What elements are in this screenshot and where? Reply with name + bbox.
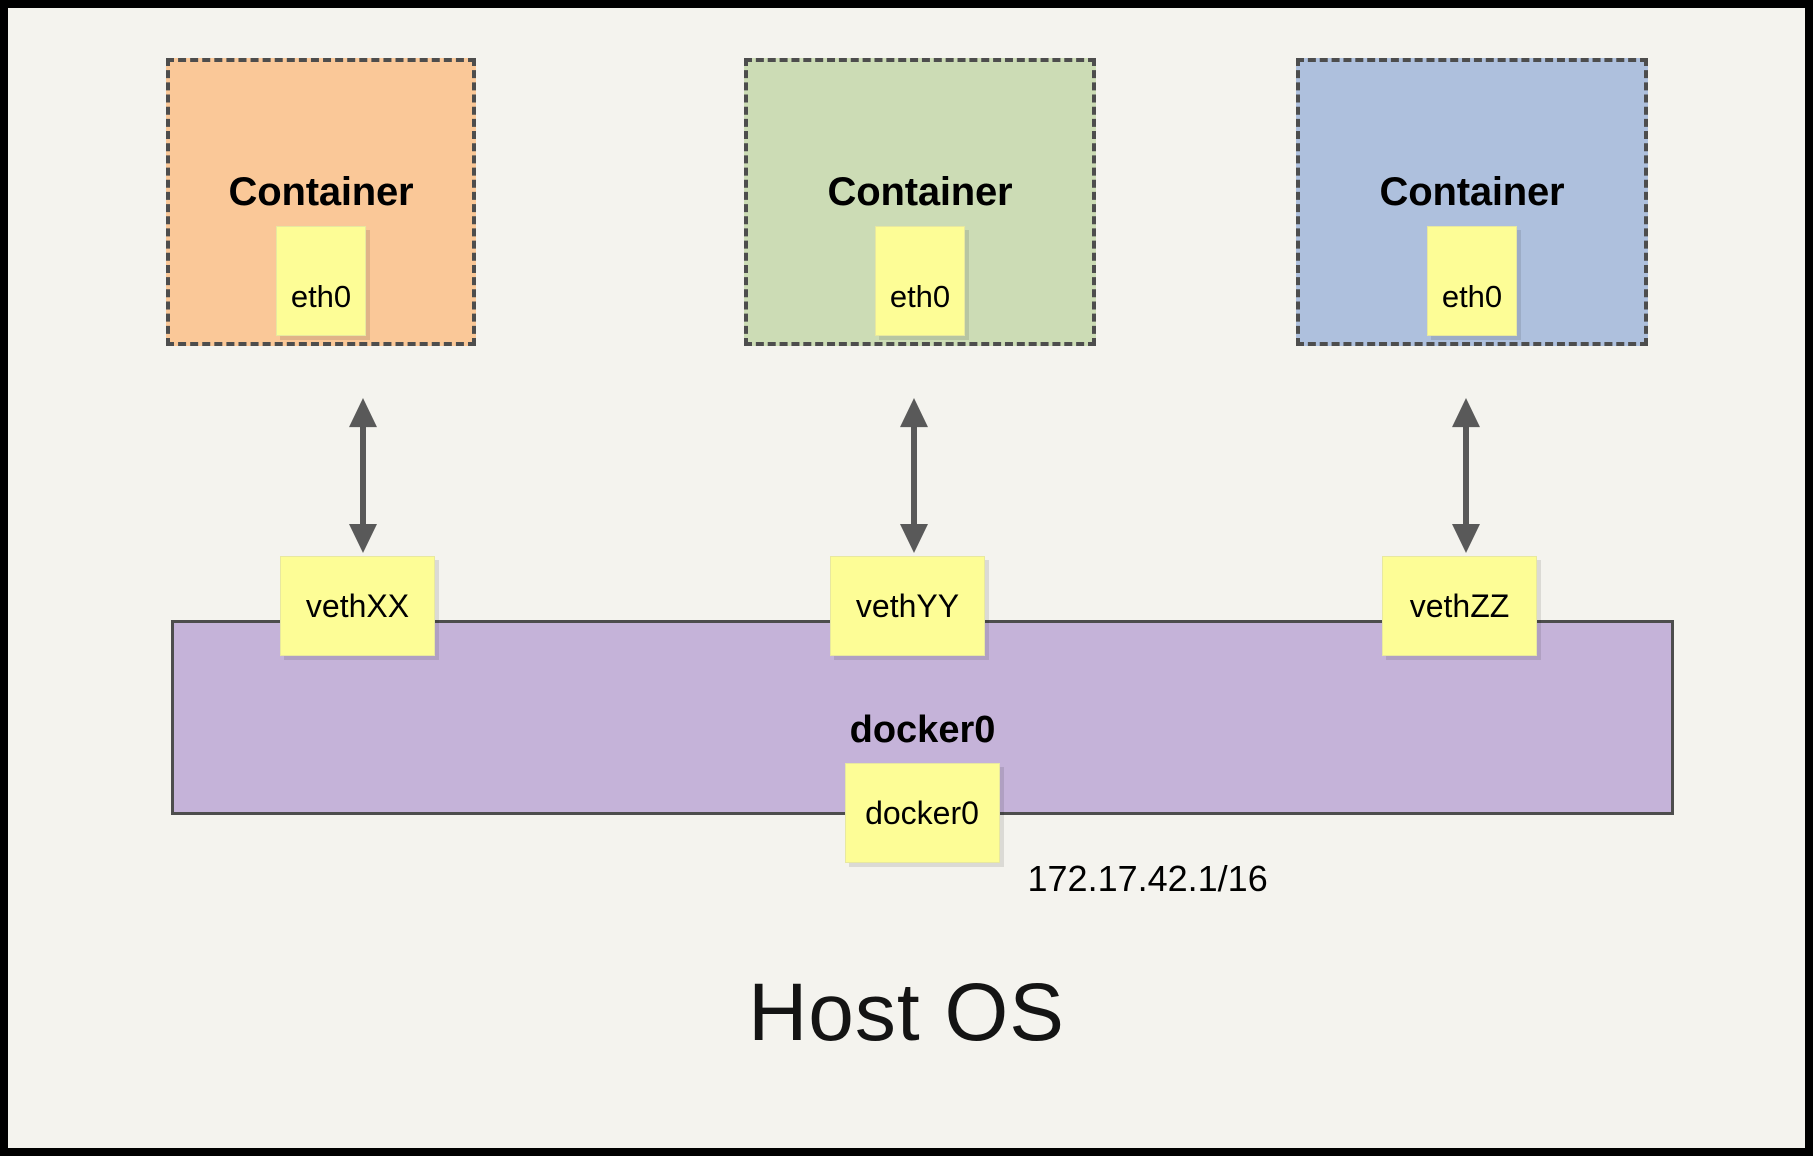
host-os-label: Host OS [748,967,1065,1058]
container-title: Container [228,170,414,214]
container-title: Container [1379,170,1565,214]
veth-label: vethXX [305,587,410,624]
eth0-interface-1[interactable]: eth0 [276,226,366,336]
eth0-interface-2[interactable]: eth0 [875,226,965,336]
docker0-interface-chip[interactable]: docker0 [844,763,1000,863]
docker0-interface-label: docker0 [865,794,979,831]
veth-eth0-link-1-arrow [349,398,377,553]
veth-eth0-link-2-arrow [900,398,928,553]
container-title: Container [827,170,1013,214]
docker0-bridge-label: docker0 [849,709,996,751]
veth-label: vethZZ [1409,587,1510,624]
eth0-label: eth0 [290,279,352,314]
veth-interface-1[interactable]: vethXX [280,556,435,656]
eth0-label: eth0 [889,279,951,314]
eth0-interface-3[interactable]: eth0 [1427,226,1517,336]
veth-interface-3[interactable]: vethZZ [1382,556,1537,656]
docker0-ip-address: 172.17.42.1/16 [1027,858,1268,899]
veth-eth0-link-3-arrow [1452,398,1480,553]
veth-label: vethYY [855,587,960,624]
eth0-label: eth0 [1441,279,1503,314]
veth-interface-2[interactable]: vethYY [830,556,985,656]
